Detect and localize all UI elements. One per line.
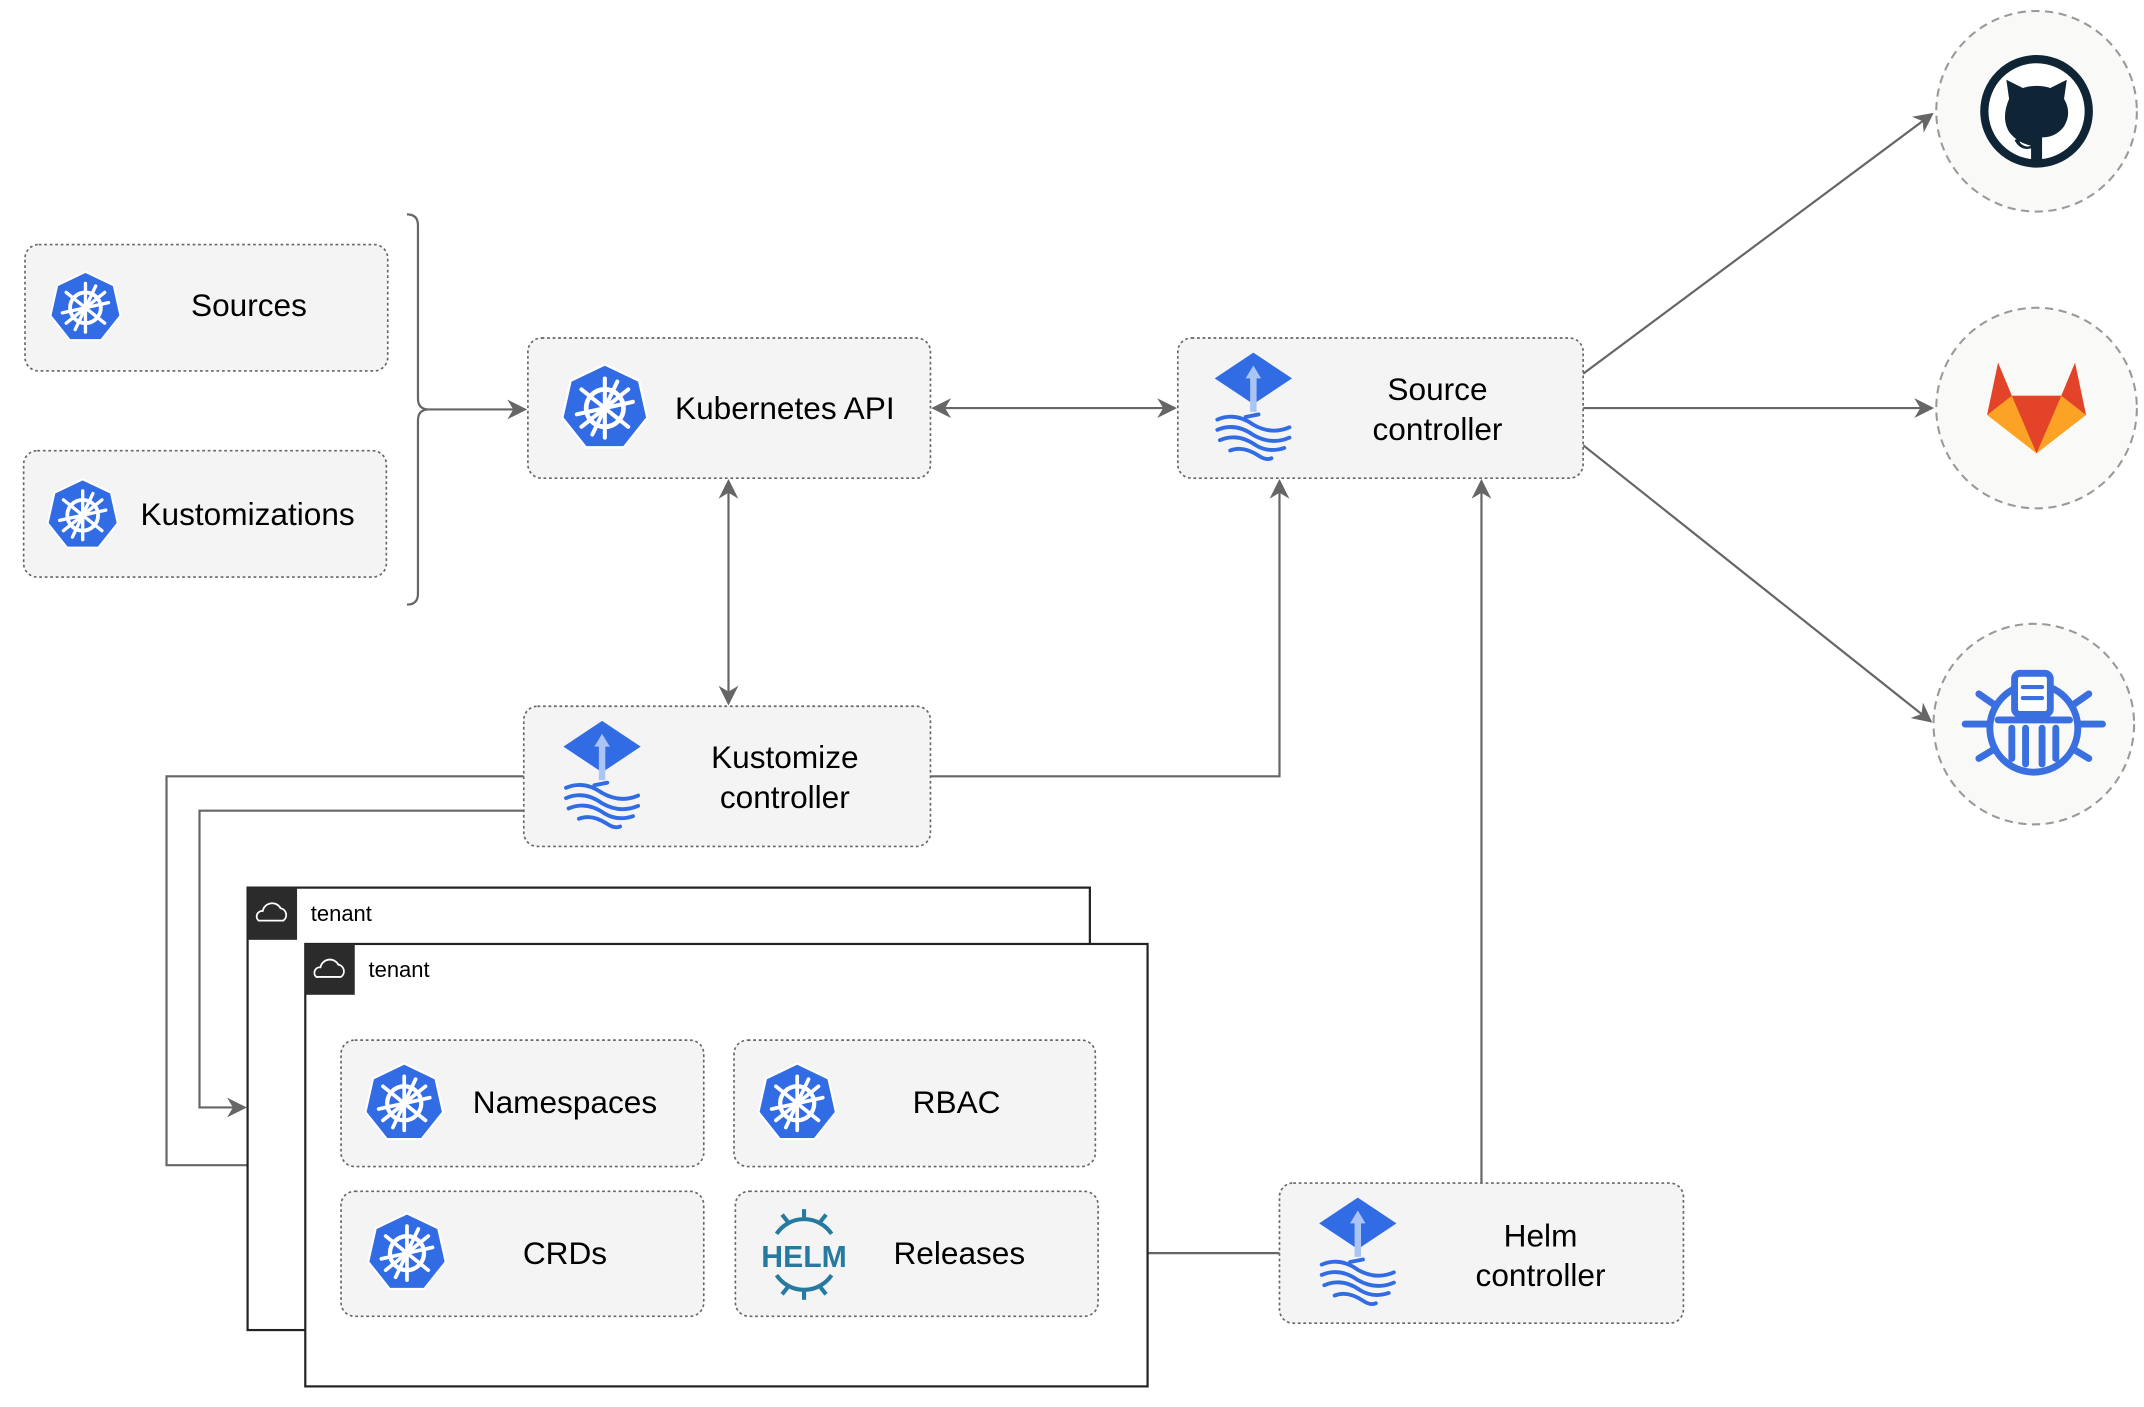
helm-icon: HELM — [761, 1209, 847, 1300]
arrow-kustomize-to-tenant-back — [198, 809, 524, 1118]
namespaces-label: Namespaces — [473, 1084, 657, 1120]
arrow-kustomize-to-tenant-front — [165, 775, 524, 1176]
source-controller-node[interactable]: Source controller — [1176, 337, 1584, 479]
helm-controller-label-line1: Helm — [1504, 1217, 1578, 1253]
kustomizations-node[interactable]: Kustomizations — [22, 449, 388, 578]
connectors — [165, 112, 1935, 1264]
arrow-source-to-github — [1582, 112, 1934, 375]
bucket-source[interactable] — [1932, 622, 2136, 826]
arrow-kustomize-to-source — [930, 478, 1290, 778]
helm-controller-label-line2: controller — [1476, 1257, 1606, 1293]
kubernetes-api-label: Kubernetes API — [675, 390, 895, 426]
kustomize-controller-node[interactable]: Kustomize controller — [522, 705, 932, 848]
group-brace — [406, 213, 430, 606]
releases-label: Releases — [893, 1235, 1025, 1271]
helm-logo-text: HELM — [761, 1241, 847, 1274]
sources-node[interactable]: Sources — [24, 243, 389, 372]
cloud-icon-bg — [305, 943, 355, 995]
kustomizations-label: Kustomizations — [140, 496, 354, 532]
kustomize-controller-label-line1: Kustomize — [711, 739, 858, 775]
source-controller-label-line1: Source — [1387, 371, 1487, 407]
gitlab-source[interactable] — [1935, 306, 2138, 510]
source-controller-label-line2: controller — [1373, 411, 1503, 447]
namespaces-node[interactable]: Namespaces — [340, 1039, 705, 1168]
github-icon — [1980, 54, 2093, 168]
releases-node[interactable]: HELM Releases — [734, 1190, 1099, 1318]
rbac-node[interactable]: RBAC — [733, 1039, 1097, 1168]
kubernetes-api-node[interactable]: Kubernetes API — [527, 337, 932, 479]
kustomize-controller-label-line2: controller — [720, 779, 850, 815]
tenant-label: tenant — [311, 901, 372, 926]
helm-controller-node[interactable]: Helm controller — [1278, 1182, 1685, 1325]
tenant-label: tenant — [369, 957, 430, 982]
cloud-icon — [313, 958, 345, 978]
crds-label: CRDs — [523, 1235, 607, 1271]
sources-label: Sources — [191, 287, 307, 323]
cloud-icon — [255, 902, 288, 922]
rbac-label: RBAC — [913, 1084, 1001, 1120]
crds-node[interactable]: CRDs — [340, 1190, 705, 1318]
arrow-source-to-bucket — [1582, 444, 1933, 723]
gitlab-icon — [1987, 362, 2087, 454]
cloud-icon-bg — [247, 887, 298, 940]
bucket-icon — [1961, 669, 2106, 776]
github-source[interactable] — [1935, 9, 2138, 213]
